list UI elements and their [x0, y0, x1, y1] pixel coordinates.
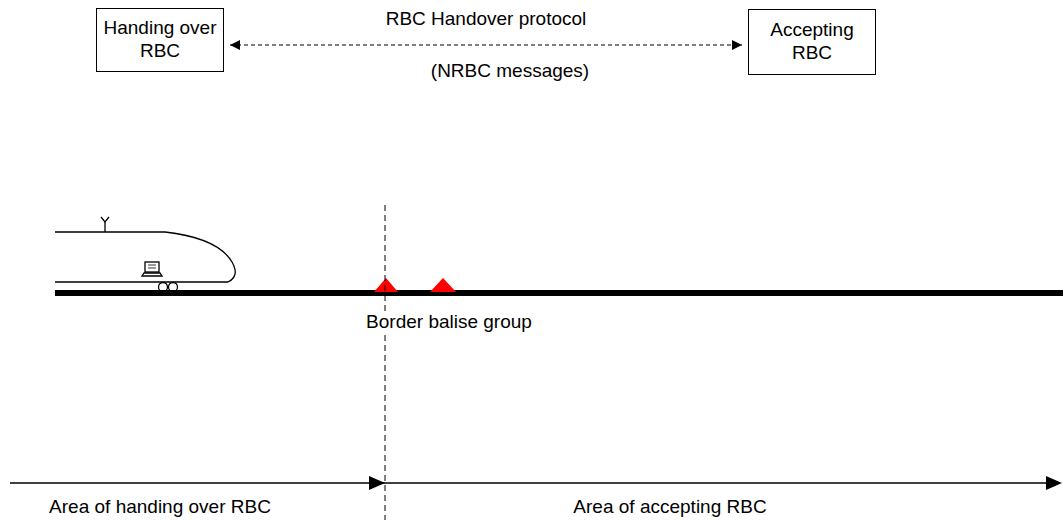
train-illustration: [55, 217, 235, 292]
box-label: Handing over RBC: [101, 17, 219, 63]
area-label: Area of accepting RBC: [571, 496, 768, 519]
rbc-box: Accepting RBC: [748, 9, 876, 75]
balise: [430, 278, 456, 292]
handover-connector: [230, 44, 742, 45]
balise-label: Border balise group: [364, 311, 534, 334]
axis-arrowhead: [369, 476, 385, 490]
border-line: [385, 205, 386, 520]
box-label: Accepting RBC: [753, 19, 871, 65]
rbc-box: Handing over RBC: [96, 8, 224, 72]
area-axis: [10, 482, 1050, 483]
balise: [374, 278, 398, 292]
connector-label: RBC Handover protocol: [384, 8, 589, 31]
area-label: Area of handing over RBC: [47, 496, 273, 519]
axis-arrowhead: [1046, 476, 1062, 490]
protocol-note: (NRBC messages): [429, 60, 591, 83]
track: [55, 290, 1063, 296]
